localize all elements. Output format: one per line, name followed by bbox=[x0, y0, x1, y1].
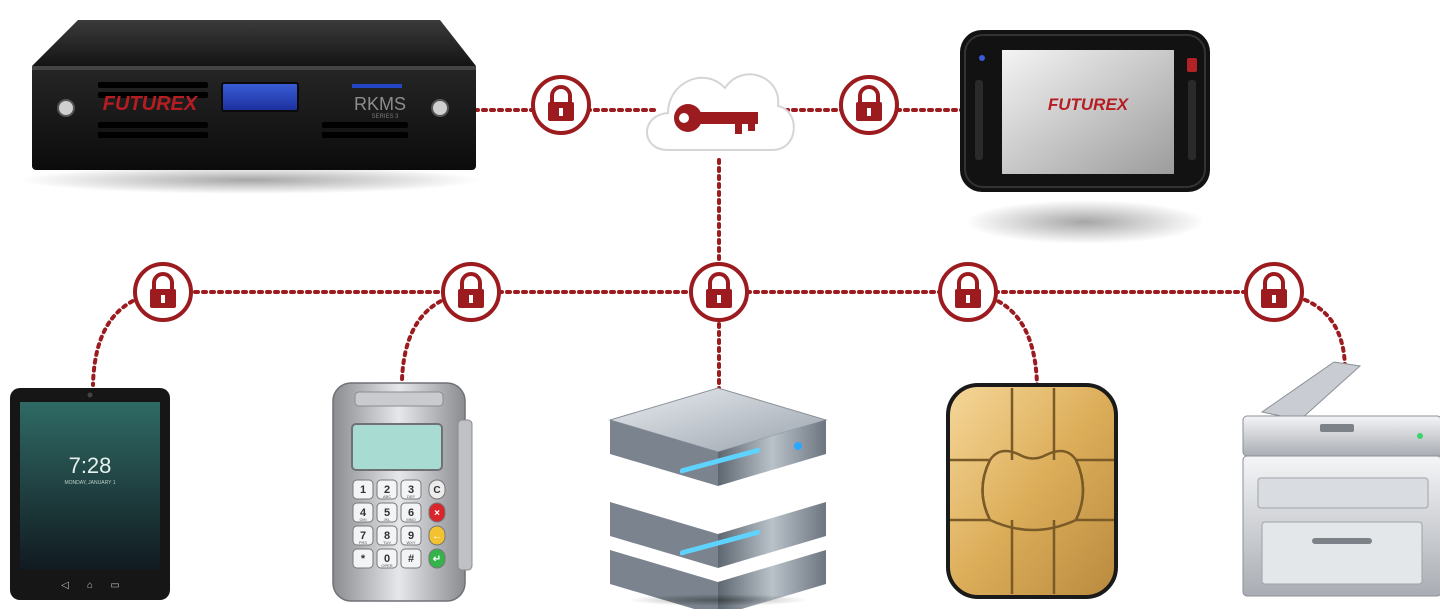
pinpad-key-label: 0 bbox=[384, 553, 390, 565]
pinpad-key-label: 5 bbox=[384, 507, 390, 519]
padlock-icon bbox=[938, 262, 998, 322]
padlock-icon bbox=[839, 75, 899, 135]
pinpad-key-label: 7 bbox=[360, 530, 366, 542]
pinpad-key-label: ← bbox=[432, 531, 442, 542]
rack-series-label: SERIES 3 bbox=[371, 114, 399, 120]
pinpad-key-sublabel: ABC bbox=[383, 494, 391, 499]
pinpad-key-sublabel: DEF bbox=[407, 494, 416, 499]
cloud-key-icon bbox=[646, 73, 795, 151]
padlock-icon bbox=[1244, 262, 1304, 322]
pinpad-key-sublabel: PRS bbox=[359, 540, 368, 545]
pinpad-key-label: 8 bbox=[384, 530, 390, 542]
tablet-nav-recent-icon: ▭ bbox=[110, 580, 119, 591]
pinpad-key-label: 4 bbox=[360, 507, 367, 519]
pinpad-key-label: 6 bbox=[408, 507, 414, 519]
padlock-icons bbox=[133, 75, 1304, 322]
pinpad-key-label: C bbox=[433, 485, 440, 496]
printer-icon bbox=[1242, 361, 1440, 597]
rack-model-label: RKMS bbox=[354, 94, 406, 114]
pinpad-key-label: 9 bbox=[408, 530, 414, 542]
pinpad-key-sublabel: MNO bbox=[406, 517, 415, 522]
rack-vents-right bbox=[322, 122, 408, 138]
tablet-date: MONDAY, JANUARY 1 bbox=[64, 480, 115, 486]
terminal-screen bbox=[1002, 50, 1174, 174]
pinpad-key-label: ↵ bbox=[433, 554, 441, 565]
rack-lcd bbox=[221, 82, 299, 112]
rack-knob-left-icon bbox=[57, 99, 75, 117]
pinpad-key: * bbox=[352, 548, 374, 569]
touch-terminal-device: FUTUREX bbox=[960, 30, 1210, 244]
pinpad-key-label: 2 bbox=[384, 484, 390, 496]
pinpad-key: × bbox=[428, 502, 446, 523]
pinpad-key-label: 1 bbox=[360, 484, 366, 496]
pinpad-key: # bbox=[400, 548, 422, 569]
server-stack-icon bbox=[608, 387, 828, 609]
pinpad-key-label: 3 bbox=[408, 484, 414, 496]
pinpad-key-sublabel: JKL bbox=[384, 517, 392, 522]
pinpad-key-sublabel: WXY bbox=[406, 540, 415, 545]
tablet-nav-home-icon: ⌂ bbox=[87, 580, 93, 591]
pinpad-key: C bbox=[428, 479, 446, 500]
pinpad-key-label: × bbox=[434, 508, 440, 519]
tablet-screen bbox=[20, 402, 160, 570]
rkms-rack-device: FUTUREX RKMS SERIES 3 bbox=[20, 20, 480, 194]
padlock-icon bbox=[689, 262, 749, 322]
pinpad-key: ↵ bbox=[428, 548, 446, 569]
pinpad-key-label: # bbox=[408, 553, 414, 565]
tablet-time: 7:28 bbox=[69, 453, 112, 478]
pinpad-key-sublabel: GHI bbox=[359, 517, 366, 522]
tablet-nav-back-icon: ◁ bbox=[61, 580, 69, 591]
pinpad-key-label: * bbox=[361, 553, 366, 565]
smartcard-chip-icon bbox=[946, 383, 1118, 599]
tablet-device: 7:28 MONDAY, JANUARY 1 ◁ ⌂ ▭ bbox=[10, 388, 170, 600]
terminal-brand-label: FUTUREX bbox=[1048, 95, 1130, 114]
pinpad-key: ← bbox=[428, 525, 446, 546]
pinpad-key: 1 bbox=[352, 479, 374, 500]
pinpad-key-sublabel: TUV bbox=[383, 540, 391, 545]
rack-brand-label: FUTUREX bbox=[103, 93, 199, 115]
pinpad-screen bbox=[351, 423, 443, 471]
padlock-icon bbox=[441, 262, 501, 322]
rack-vents-left bbox=[98, 82, 208, 138]
pinpad-key-sublabel: OPER bbox=[381, 563, 392, 568]
rack-knob-right-icon bbox=[431, 99, 449, 117]
padlock-icon bbox=[133, 262, 193, 322]
padlock-icon bbox=[531, 75, 591, 135]
